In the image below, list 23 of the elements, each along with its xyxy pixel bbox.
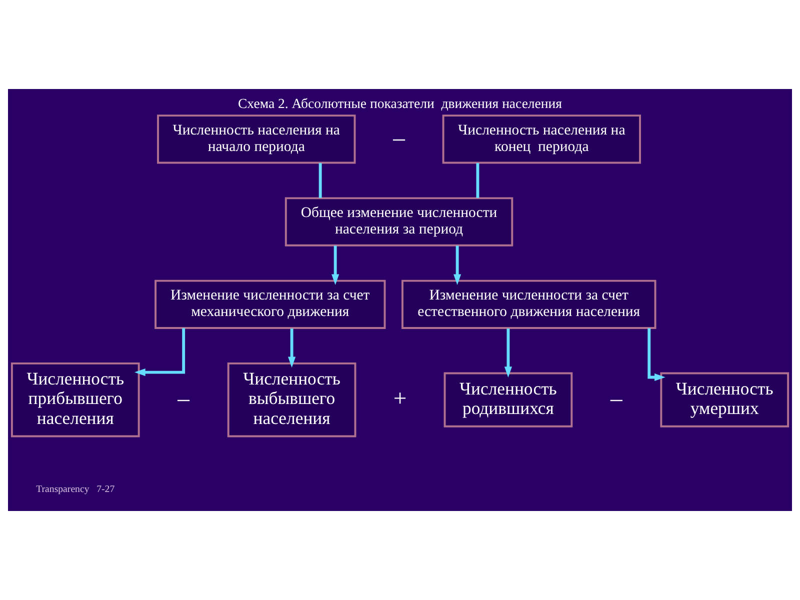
label: – [178, 386, 190, 412]
arrow [648, 328, 666, 382]
label: – [610, 386, 622, 412]
label: + [393, 386, 407, 412]
label: – [393, 125, 405, 152]
arrow [454, 246, 462, 286]
arrow [288, 328, 296, 368]
node-box: Изменение численности за счет механического движения [154, 280, 386, 330]
arrow [134, 328, 186, 376]
node-box: Численность выбывшего населения [227, 362, 356, 438]
diagram-title: Схема 2. Абсолютные показатели движения населения [238, 96, 562, 111]
node-box: Численность населения на начало периода [157, 114, 356, 164]
arrow [504, 328, 512, 378]
node-box: Численность родившихся [444, 372, 573, 428]
connector [318, 163, 322, 198]
node-box: Общее изменение численности населения за период [284, 197, 514, 246]
node-box: Численность умерших [660, 372, 790, 428]
node-box: Изменение численности за счет естественного движения населения [401, 280, 656, 330]
connector [476, 163, 480, 198]
label: Transparency 7-27 [36, 484, 115, 495]
node-box: Численность населения на конец периода [442, 114, 641, 164]
arrow [332, 246, 340, 286]
node-box: Численность прибывшего населения [10, 362, 140, 438]
